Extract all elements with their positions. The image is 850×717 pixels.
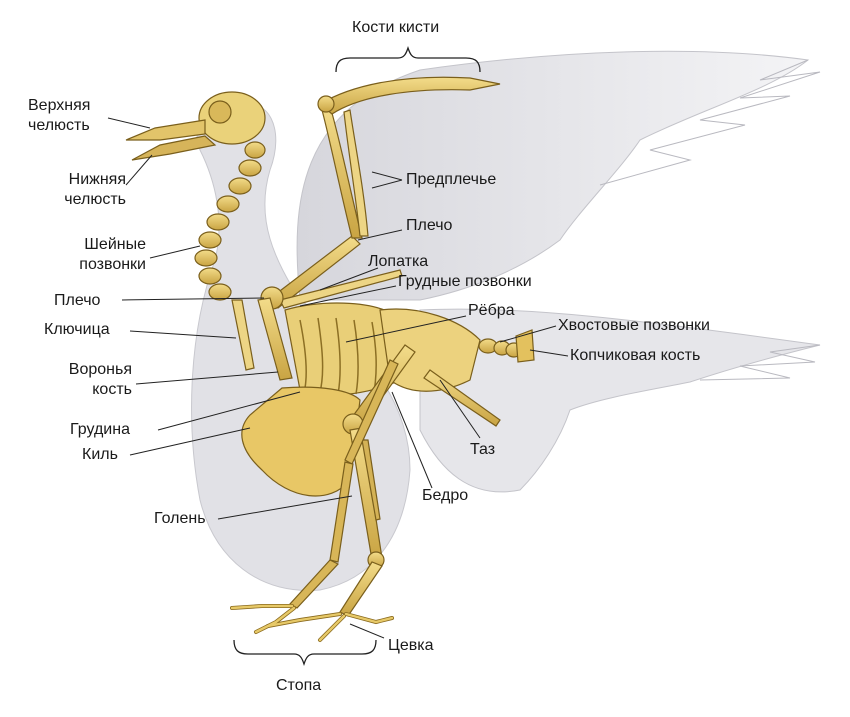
- leader-forearm: [371, 171, 403, 189]
- leader-keel: [129, 427, 251, 456]
- pygostyle: [515, 329, 535, 363]
- label-pelvis: Таз: [470, 441, 496, 458]
- leader-neck: [149, 245, 201, 259]
- lower-beak: [131, 135, 217, 161]
- label-tibia: Голень: [154, 510, 206, 527]
- label-upper-jaw: Верхняя челюсть: [28, 97, 91, 134]
- hand-bones: [318, 76, 501, 115]
- clavicle: [231, 299, 255, 371]
- label-neck-vertebrae: Шейные позвонки: [79, 236, 146, 273]
- skull: [198, 91, 266, 145]
- leader-shoulder-left: [121, 297, 265, 301]
- label-hand-bones: Кости кисти: [352, 19, 440, 36]
- leader-tail: [499, 325, 557, 343]
- leader-coracoid: [135, 371, 279, 385]
- label-clavicle: Ключица: [44, 321, 110, 338]
- label-tarsus: Цевка: [388, 637, 434, 654]
- label-ribs: Рёбра: [468, 302, 515, 319]
- leader-upper-jaw: [107, 117, 151, 129]
- label-thoracic-vertebrae: Грудные позвонки: [398, 273, 532, 290]
- leader-ribs: [345, 315, 467, 343]
- label-keel: Киль: [82, 446, 118, 463]
- toes: [230, 604, 394, 642]
- radius: [343, 109, 369, 237]
- tail-silhouette: [419, 308, 821, 493]
- label-shoulder-left: Плечо: [54, 292, 101, 309]
- leader-pelvis: [439, 379, 481, 439]
- label-foot: Стопа: [276, 677, 322, 694]
- hand-brace: [335, 45, 481, 73]
- toes-fill: [230, 604, 394, 642]
- wing-feather-edges: [599, 59, 821, 186]
- leader-pygostyle: [529, 349, 569, 357]
- leader-tarsus: [349, 623, 385, 639]
- leader-lower-jaw: [125, 154, 153, 186]
- label-forearm: Предплечье: [406, 171, 497, 188]
- label-pygostyle: Копчиковая кость: [570, 347, 701, 364]
- coracoid: [257, 297, 293, 381]
- tarsus-back: [289, 559, 339, 609]
- tail-feather-edges: [699, 344, 821, 381]
- leader-clavicle: [129, 330, 237, 339]
- leader-tibia: [217, 495, 353, 520]
- eye-orbit: [208, 100, 232, 124]
- label-femur: Бедро: [422, 487, 469, 504]
- scapula: [279, 269, 403, 309]
- label-shoulder-upper: Плечо: [406, 217, 453, 234]
- foot-brace: [233, 639, 377, 667]
- leader-thoracic: [299, 285, 397, 307]
- fibula: [361, 439, 381, 521]
- label-sternum: Грудина: [70, 421, 130, 438]
- label-tail-vertebrae: Хвостовые позвонки: [558, 317, 710, 334]
- neck-vertebrae: [194, 141, 266, 301]
- tibia-back: [329, 461, 354, 563]
- wrist-joint: [317, 95, 335, 113]
- leader-femur: [391, 391, 433, 489]
- upper-wing-silhouette: [296, 50, 810, 301]
- label-coracoid: Воронья кость: [68, 361, 132, 398]
- leader-sternum: [157, 391, 301, 431]
- leader-lines: [107, 117, 569, 639]
- sternum-keel: [241, 386, 361, 497]
- leader-shoulder-upper: [357, 229, 403, 241]
- leader-scapula: [319, 267, 379, 291]
- label-lower-jaw: Нижняя челюсть: [64, 171, 126, 208]
- label-scapula: Лопатка: [368, 253, 429, 270]
- upper-beak: [125, 119, 206, 141]
